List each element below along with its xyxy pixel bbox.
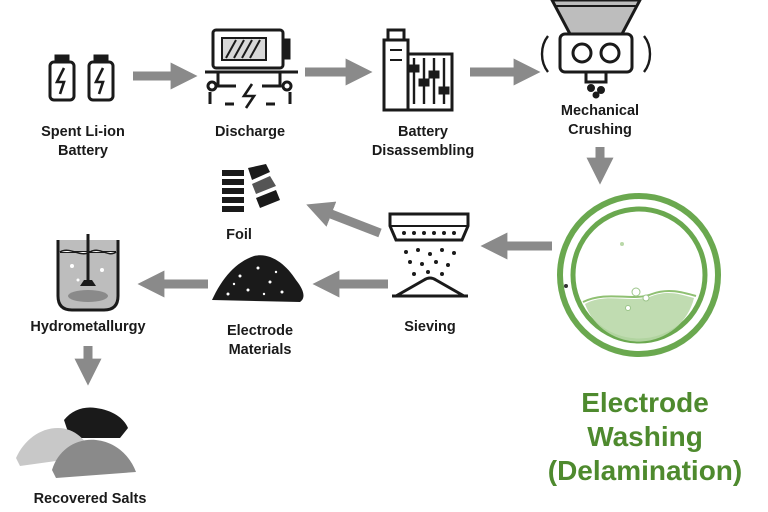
disassembly-icon bbox=[382, 28, 454, 112]
battery-icon bbox=[48, 54, 115, 102]
powder-pile-icon bbox=[212, 255, 304, 302]
salt-piles-icon bbox=[16, 407, 136, 478]
label-disassembling: Battery Disassembling bbox=[358, 123, 488, 161]
label-electrode-washing: Electrode Washing (Delamination) bbox=[530, 386, 760, 488]
label-line: Battery bbox=[398, 124, 448, 140]
label-line: Battery bbox=[58, 143, 108, 159]
sieve-icon bbox=[388, 212, 470, 298]
label-line: Sieving bbox=[404, 319, 456, 335]
discharge-icon bbox=[205, 28, 298, 109]
label-sieving: Sieving bbox=[380, 318, 480, 337]
flow-arrows bbox=[74, 58, 614, 386]
label-line: Discharge bbox=[214, 124, 286, 140]
label-line: Foil bbox=[226, 227, 252, 243]
label-spent-battery: Spent Li-ion Battery bbox=[38, 123, 128, 161]
washing-tank-icon bbox=[557, 193, 721, 357]
crusher-icon bbox=[540, 0, 652, 99]
label-line: Crushing bbox=[568, 122, 632, 138]
label-recovered-salts: Recovered Salts bbox=[15, 490, 165, 509]
label-crushing: Mechanical Crushing bbox=[540, 102, 660, 140]
label-foil: Foil bbox=[214, 226, 264, 245]
label-electrode-materials: Electrode Materials bbox=[205, 322, 315, 360]
label-line: Recovered Salts bbox=[33, 491, 147, 507]
label-line: Spent Li-ion bbox=[41, 124, 125, 140]
label-line: Mechanical bbox=[560, 103, 640, 119]
label-line: Disassembling bbox=[371, 143, 475, 159]
label-discharge: Discharge bbox=[200, 123, 300, 142]
label-line: Hydrometallurgy bbox=[30, 319, 146, 335]
label-line: (Delamination) bbox=[547, 455, 743, 486]
label-hydrometallurgy: Hydrometallurgy bbox=[18, 318, 158, 337]
label-line: Electrode bbox=[581, 387, 709, 418]
label-line: Electrode bbox=[226, 323, 294, 339]
arrow-sieving-to-foil bbox=[306, 201, 382, 238]
label-line: Materials bbox=[228, 342, 292, 358]
leaching-tank-icon bbox=[56, 234, 120, 312]
foil-icon bbox=[222, 164, 280, 212]
label-line: Washing bbox=[587, 421, 703, 452]
